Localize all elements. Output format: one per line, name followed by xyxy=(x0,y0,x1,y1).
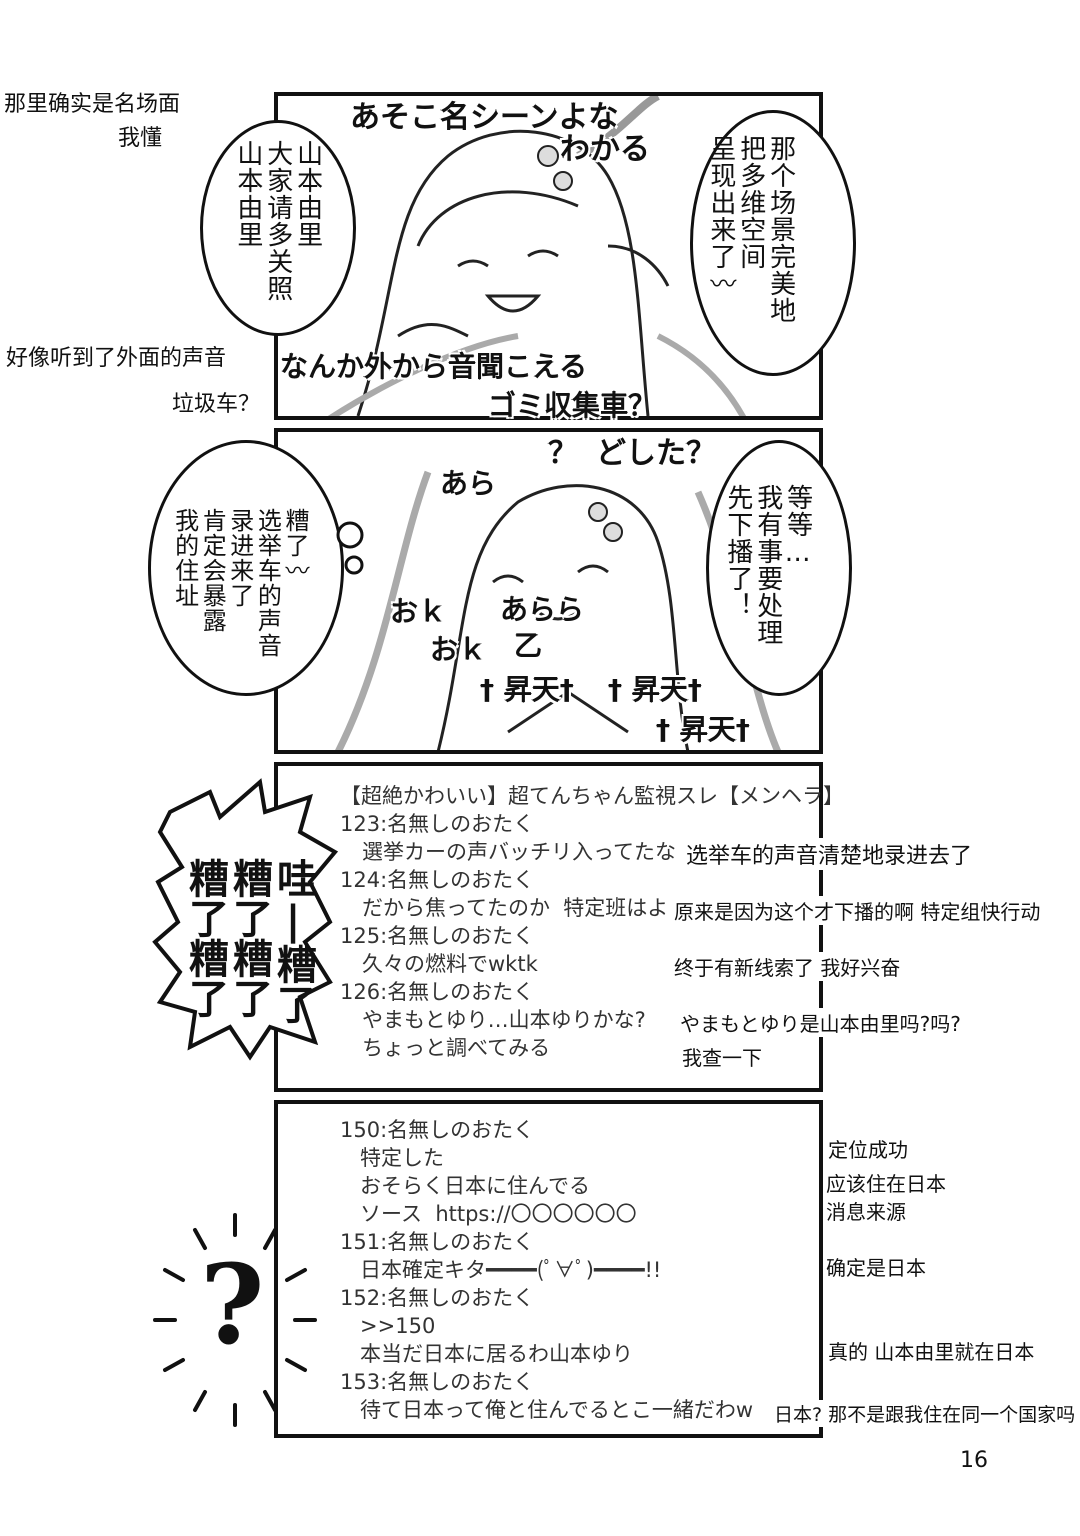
panel-3 xyxy=(274,762,823,1092)
shout-text-col-1: 哇|糟了 xyxy=(270,858,316,1024)
sfx-shoten-3: † 昇天† xyxy=(656,713,751,747)
post-153-header: 153:名無しのおたく xyxy=(340,1370,535,1394)
speech-bubble-right-2 xyxy=(706,440,852,696)
post-126-translation-2: 我查一下 xyxy=(682,1042,762,1071)
post-123-translation: 选举车的声音清楚地录进去了 xyxy=(686,838,973,870)
sfx-outside-sound: なんか外から音聞こえる xyxy=(279,350,588,384)
post-153-line-1: 待て日本って俺と住んでるとこ一緒だわw xyxy=(340,1398,754,1422)
thread-title: 【超絶かわいい】超てんちゃん監視スレ【メンヘラ】 xyxy=(340,784,844,808)
post-123-header: 123:名無しのおたく xyxy=(340,812,535,836)
surprise-burst-icon xyxy=(153,1213,317,1427)
panel-4 xyxy=(274,1100,823,1438)
sfx-otsu: 乙 xyxy=(513,629,543,663)
post-124-header: 124:名無しのおたく xyxy=(340,868,535,892)
post-125-translation: 终于有新线索了 我好兴奋 xyxy=(674,952,901,981)
translation-note-3: 好像听到了外面的声音 xyxy=(6,346,227,371)
post-150-header: 150:名無しのおたく xyxy=(340,1118,535,1142)
sfx-asoko: あそこ名シーンよな xyxy=(350,100,619,136)
post-125-header: 125:名無しのおたく xyxy=(340,924,535,948)
shout-text-col-2: 糟了糟了 xyxy=(226,858,272,1018)
translation-153: 日本? 那不是跟我住在同一个国家吗 xyxy=(774,1400,1076,1427)
post-126-body: やまもとゆり…山本ゆりかな? xyxy=(362,1008,646,1032)
thought-text-2: 糟了〰 选举车的声音 录进来了 肯定会暴露 我的住址 xyxy=(170,508,309,658)
speech-text-right-1: 那个场景完美地 把多维空间 呈现出来了〰 xyxy=(705,135,796,324)
post-152-header: 152:名無しのおたく xyxy=(340,1286,535,1310)
sfx-garbage-truck: ゴミ収集車？ xyxy=(487,389,657,423)
post-150-line-2: おそらく日本に住んでる xyxy=(340,1174,590,1198)
thought-bubble-left-2 xyxy=(148,440,344,696)
translation-150-3: 消息来源 xyxy=(826,1196,906,1225)
speech-bubble-left-1 xyxy=(200,120,356,336)
post-126-translation: やまもとゆり是山本由里吗?吗? xyxy=(680,1008,961,1037)
post-151-line-1: 日本確定キタ━━━━(ﾟ∀ﾟ)━━━━!! xyxy=(340,1258,662,1282)
post-152-line-1: >>150 xyxy=(340,1314,436,1338)
translation-152: 真的 山本由里就在日本 xyxy=(828,1336,1035,1365)
sfx-ara: あら xyxy=(439,467,497,501)
speech-bubble-right-1 xyxy=(690,110,856,376)
thought-bubble-tail-icon xyxy=(336,521,364,575)
shout-text-col-3: 糟了糟了 xyxy=(182,858,228,1018)
post-150-line-1: 特定した xyxy=(340,1146,445,1170)
post-123-body: 選挙カーの声バッチリ入ってたな xyxy=(362,840,676,864)
sfx-wakaru: わかる xyxy=(560,132,651,168)
translation-note-2: 我懂 xyxy=(118,126,163,151)
translation-150-2: 应该住在日本 xyxy=(826,1168,946,1197)
translation-note-4: 垃圾车？ xyxy=(172,392,261,417)
character-illustration xyxy=(327,96,747,416)
speech-text-left-1: 山本由里 大家请多关照 山本由里 xyxy=(232,140,323,302)
post-125-body: 久々の燃料でwktk xyxy=(362,952,538,976)
translation-note-1: 那里确实是名场面 xyxy=(4,92,181,117)
page-number: 16 xyxy=(960,1448,988,1473)
sfx-shoten-2: † 昇天† xyxy=(608,673,703,707)
sfx-doshita: どした？ xyxy=(596,436,717,472)
speech-text-right-2: 等等… 我有事要处理 先下播了！ xyxy=(722,484,813,646)
post-124-translation: 原来是因为这个才下播的啊 特定组快行动 xyxy=(674,896,1041,925)
question-mark: ? xyxy=(200,1240,265,1369)
sfx-ok-2: おｋ xyxy=(429,633,487,667)
sfx-shoten-1: † 昇天† xyxy=(480,673,575,707)
post-126-body-2: ちょっと調べてみる xyxy=(362,1036,551,1060)
sfx-arara: あらら xyxy=(499,593,585,627)
sfx-question: ？ xyxy=(548,436,579,472)
post-124-body: だから焦ってたのか 特定班はよ xyxy=(362,896,669,920)
post-150-line-3: ソース https://〇〇〇〇〇〇 xyxy=(340,1202,637,1226)
translation-151: 确定是日本 xyxy=(826,1252,926,1281)
post-126-header: 126:名無しのおたく xyxy=(340,980,535,1004)
post-151-header: 151:名無しのおたく xyxy=(340,1230,535,1254)
shout-balloon-icon xyxy=(152,778,339,1061)
post-152-line-2: 本当だ日本に居るわ山本ゆり xyxy=(340,1342,634,1366)
sfx-ok-1: おｋ xyxy=(389,595,447,629)
translation-150-1: 定位成功 xyxy=(828,1134,908,1163)
